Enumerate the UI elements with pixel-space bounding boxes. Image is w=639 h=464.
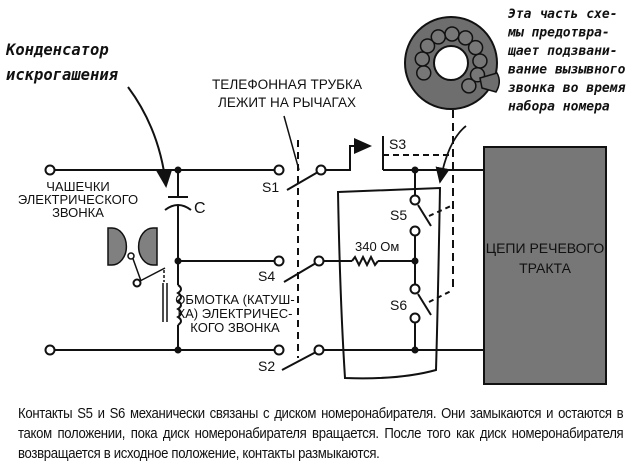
bell-coil: [176, 284, 182, 326]
s2-blade: [281, 351, 317, 371]
finger-stop: [479, 72, 500, 93]
resistor-340-ohm: [351, 254, 379, 268]
s6-link: [428, 289, 454, 303]
dial-note-line: вание вызывного: [508, 63, 626, 78]
dial-finger-hole: [472, 53, 488, 69]
s5-label: S5: [390, 207, 407, 223]
coil-line: КА) ЭЛЕКТРИЧЕС-: [178, 306, 293, 321]
bell-cups-line: ЧАШЕЧКИ: [46, 179, 110, 194]
s1-label: S1: [262, 179, 279, 195]
s2-right-contact: [313, 344, 325, 356]
s2-label: S2: [258, 358, 275, 374]
s6-lower-contact: [409, 312, 421, 324]
junction-bottom: [174, 346, 182, 354]
dial-note-line: звонка во время: [508, 81, 626, 96]
s5-lower-contact: [409, 225, 421, 237]
dial-finger-hole: [461, 78, 477, 94]
coil-line: КОГО ЗВОНКА: [190, 320, 280, 335]
s5-upper-contact: [409, 194, 421, 206]
dial-note-line: мы предотвра-: [507, 26, 610, 41]
s3-label: S3: [389, 136, 406, 152]
dial-note-line: щает подзвани-: [507, 44, 618, 59]
bell-cup-right: [137, 227, 158, 266]
coil-line: ОБМОТКА (КАТУШ-: [175, 292, 294, 307]
clapper-ball: [127, 252, 135, 260]
s4-label: S4: [258, 268, 275, 284]
s4-left-contact: [273, 255, 285, 267]
dialing-circuit-outline: [336, 186, 442, 380]
dial-note-line: Эта часть схе-: [508, 7, 618, 22]
clapper-lever: [139, 267, 166, 282]
dial-note-pointer: [435, 125, 467, 184]
junction-middle: [174, 257, 182, 265]
handset-note-line1: ТЕЛЕФОННАЯ ТРУБКА: [212, 77, 362, 92]
speech-block-line: ТРАКТА: [519, 260, 572, 276]
s5-blade: [417, 204, 432, 227]
junction-top: [174, 166, 182, 174]
bell-cups-line: ЗВОНКА: [52, 205, 104, 220]
resistor-label: 340 Ом: [355, 239, 399, 254]
s1-right-contact: [315, 164, 327, 176]
s1-blade: [286, 171, 319, 191]
s1-left-contact: [273, 164, 285, 176]
s4-blade: [283, 262, 317, 283]
caption: Контакты S5 и S6 механически связаны с д…: [18, 406, 624, 462]
dial-finger-hole: [467, 39, 484, 56]
dial-finger-hole: [419, 38, 436, 54]
s1-to-s3-wire: [325, 138, 372, 171]
s6-blade: [417, 293, 432, 316]
speech-block-line: ЦЕПИ РЕЧЕВОГО: [486, 240, 605, 256]
capacitor-note-pointer: [127, 86, 173, 188]
bell-cups-line: ЭЛЕКТРИЧЕСКОГО: [18, 192, 138, 207]
handset-note-pointer: [283, 115, 300, 171]
capacitor-label: C: [194, 200, 206, 217]
s6-upper-contact: [409, 283, 421, 295]
dial-note-line: набора номера: [508, 100, 610, 115]
junction-resistor: [411, 257, 419, 265]
dial-center: [433, 45, 469, 81]
dial-finger-hole: [414, 51, 431, 67]
dial-finger-hole: [415, 65, 432, 81]
handset-note-line2: ЛЕЖИТ НА РЫЧАГАХ: [218, 95, 356, 110]
capacitor-note-line1: Конденсатор: [5, 41, 109, 59]
dial-finger-hole: [430, 29, 447, 45]
s5-link: [428, 204, 454, 217]
clapper-arm: [131, 255, 142, 282]
s6-label: S6: [390, 297, 407, 313]
terminal-top-left: [44, 164, 56, 176]
junction-s6: [411, 346, 419, 354]
speech-circuit-block: [483, 146, 607, 385]
junction-s5: [411, 166, 419, 174]
s2-left-contact: [273, 344, 285, 356]
s4-right-contact: [313, 255, 325, 267]
dial-finger-hole: [444, 26, 460, 42]
dial-finger-hole: [457, 30, 474, 46]
bell-cup-left: [107, 227, 128, 266]
clapper-pivot: [132, 278, 142, 288]
rotary-dial: [404, 16, 500, 110]
capacitor-note-line2: искрогашения: [6, 66, 119, 84]
terminal-bottom-left: [44, 344, 56, 356]
